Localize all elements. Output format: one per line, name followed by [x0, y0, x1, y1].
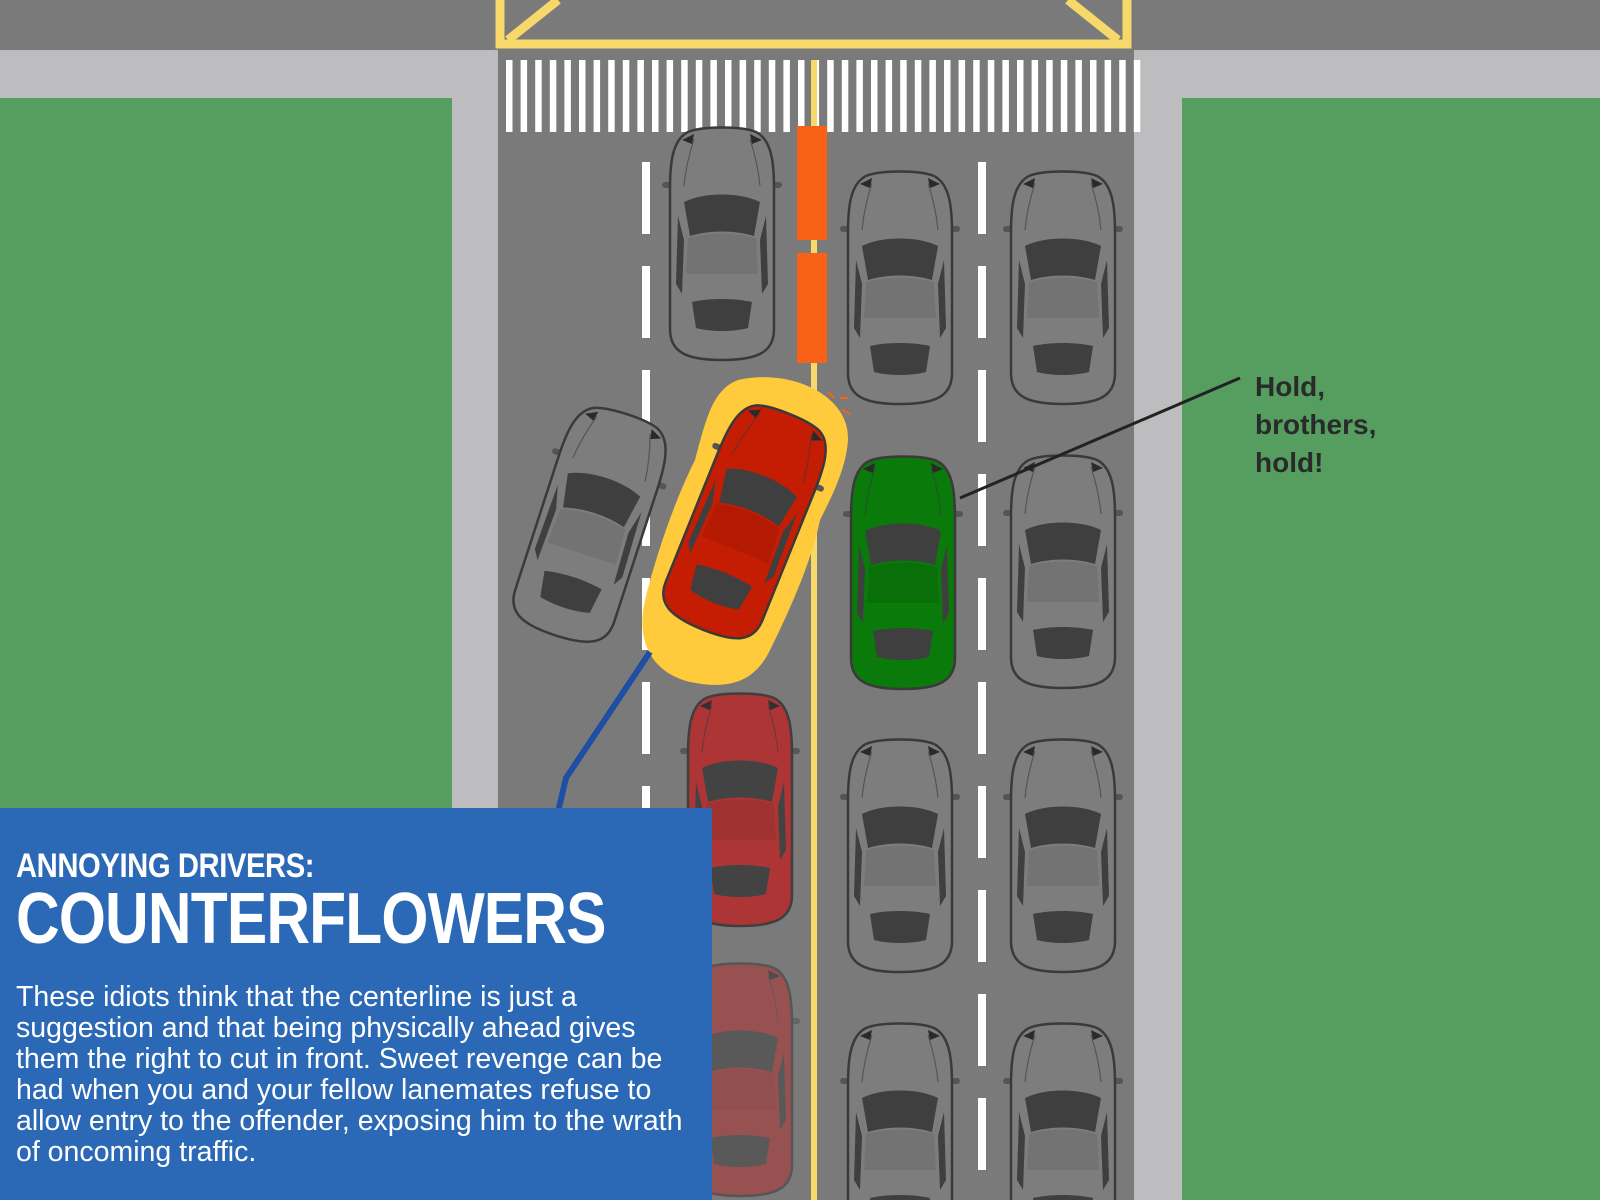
- crosswalk-stripe: [652, 60, 659, 132]
- hero-car: [841, 455, 965, 691]
- crosswalk-stripe: [666, 60, 674, 132]
- car: [838, 1022, 962, 1200]
- crosswalk-stripe: [739, 60, 747, 132]
- crosswalk-stripe: [827, 60, 834, 132]
- crosswalk-stripe: [549, 60, 557, 132]
- callout-line: brothers,: [1255, 409, 1377, 440]
- lane-dash: [642, 266, 650, 338]
- crosswalk: [506, 60, 1141, 132]
- lane-dash: [978, 1098, 986, 1170]
- lane-dash: [978, 370, 986, 442]
- crosswalk-stripe: [987, 60, 995, 132]
- crosswalk-stripe: [710, 60, 717, 132]
- callout-leader-line: [959, 376, 1241, 500]
- car: [1001, 454, 1125, 690]
- grass-right: [1182, 98, 1600, 1200]
- lane-dash: [978, 266, 986, 338]
- path-line: [555, 650, 653, 813]
- lane-dash: [642, 370, 650, 442]
- crosswalk-stripe: [900, 60, 907, 132]
- callout-line: Hold,: [1255, 371, 1325, 402]
- crosswalk-stripe: [520, 60, 528, 132]
- crosswalk-stripe: [1002, 60, 1009, 132]
- crosswalk-stripe: [1090, 60, 1097, 132]
- lane-dash: [978, 682, 986, 754]
- centerline: [811, 60, 817, 1200]
- crosswalk-stripe: [681, 60, 688, 132]
- crosswalk-stripe: [798, 60, 805, 132]
- spark: [827, 391, 851, 415]
- body-text: These idiots think that the centerline i…: [16, 981, 683, 1168]
- callout-text: Hold, brothers, hold!: [1255, 368, 1495, 482]
- crosswalk-stripe: [695, 60, 703, 132]
- car: [1001, 738, 1125, 974]
- crosswalk-stripe: [1046, 60, 1053, 132]
- lane-dash: [978, 474, 986, 546]
- crosswalk-stripe: [608, 60, 615, 132]
- sidewalk-right: [1134, 98, 1182, 1200]
- car: [1001, 170, 1125, 406]
- car: [838, 738, 962, 974]
- car: [660, 126, 784, 362]
- barrier: [797, 126, 827, 363]
- crosswalk-stripe: [973, 60, 980, 132]
- car: [838, 170, 962, 406]
- car: [1001, 1022, 1125, 1200]
- crosswalk-stripe: [725, 60, 732, 132]
- crosswalk-stripe: [768, 60, 776, 132]
- crosswalk-stripe: [1060, 60, 1068, 132]
- lane-dash: [642, 162, 650, 234]
- crosswalk-stripe: [637, 60, 644, 132]
- crosswalk-stripe: [622, 60, 630, 132]
- crosswalk-stripe: [1119, 60, 1126, 132]
- crosswalk-stripe: [783, 60, 790, 132]
- crosswalk-stripe: [914, 60, 922, 132]
- crosswalk-stripe: [579, 60, 586, 132]
- crosswalk-stripe: [1017, 60, 1024, 132]
- lane-dash: [978, 994, 986, 1066]
- crosswalk-stripe: [1031, 60, 1039, 132]
- crosswalk-stripe: [856, 60, 863, 132]
- lane-dash: [978, 162, 986, 234]
- crosswalk-stripe: [564, 60, 571, 132]
- crosswalk-stripe: [958, 60, 966, 132]
- crosswalk-stripe: [944, 60, 951, 132]
- lane-dash: [978, 578, 986, 650]
- lane-dash: [978, 890, 986, 962]
- headline: COUNTERFLOWERS: [16, 879, 606, 959]
- crosswalk-stripe: [535, 60, 542, 132]
- kicker: ANNOYING DRIVERS:: [16, 847, 315, 885]
- crosswalk-stripe: [885, 60, 893, 132]
- crosswalk-stripe: [506, 60, 513, 132]
- crosswalk-stripe: [871, 60, 878, 132]
- crosswalk-stripe: [1133, 60, 1141, 132]
- crosswalk-stripe: [841, 60, 849, 132]
- crosswalk-stripe: [929, 60, 936, 132]
- callout-line: hold!: [1255, 447, 1324, 478]
- lane-dash: [978, 786, 986, 858]
- crosswalk-stripe: [1075, 60, 1082, 132]
- info-box: ANNOYING DRIVERS: COUNTERFLOWERS These i…: [0, 808, 712, 1200]
- crosswalk-stripe: [593, 60, 601, 132]
- lane-dash: [642, 682, 650, 754]
- crosswalk-stripe: [1104, 60, 1112, 132]
- box-junction-marking: [495, 0, 1132, 49]
- crosswalk-stripe: [754, 60, 761, 132]
